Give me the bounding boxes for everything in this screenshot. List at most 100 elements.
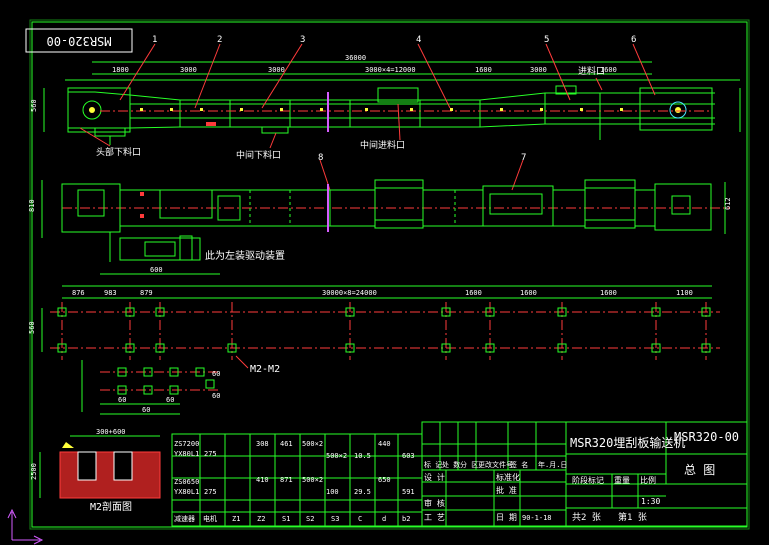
spec-h9: b2 [402,515,410,523]
spec-r1-c4: 500×2 [326,452,347,460]
approval-date: 90-1-18 [522,514,552,522]
dim-anchor-2: 60 [142,406,150,414]
part-number-2: 2 [217,35,222,45]
dim-seg-7: 1600 [600,66,617,74]
dim-anchor-5: 60 [212,392,220,400]
spec-r0-c4: 500×2 [302,440,323,448]
spec-r4-c6: 29.5 [354,488,371,496]
tail-plan-unit [654,183,712,231]
label-feed-inlet: 进料口 [578,65,605,77]
dim-bot-5: 1600 [520,289,537,297]
rev-label-2: 分 区 [460,460,478,469]
dim-seg-5: 1600 [475,66,492,74]
spec-h1: 电机 [203,514,217,523]
foundation-view: 30000×8=24000 876 983 879 1600 1600 1600… [28,285,720,415]
svg-text:2500: 2500 [30,463,38,480]
part-number-8: 8 [318,153,323,163]
dim-bot-6: 1600 [600,289,617,297]
spec-h7: C [358,515,362,523]
approval-5: 日 期 [496,513,517,522]
dim-seg-2: 3000 [180,66,197,74]
part-number-4: 4 [416,35,421,45]
label-section-view: M2剖面图 [90,500,132,513]
spec-r0-c2: 308 [256,440,269,448]
spec-r0-c0: ZS7200 [174,440,199,448]
spec-r3-c1: 275 [204,488,217,496]
dim-seg-1: 1800 [112,66,129,74]
svg-text:810: 810 [28,199,36,212]
title-scale-value: 1:30 [641,497,660,506]
rev-label-5: 年.月.日 [538,460,567,469]
spec-r3-c3: 871 [280,476,293,484]
label-left-drive: 此为左装驱动装置 [205,249,285,262]
part-number-1: 1 [152,35,157,45]
dim-bot-4: 1600 [465,289,482,297]
spec-h3: Z2 [257,515,265,523]
spec-r3-c2: 410 [256,476,269,484]
spec-r1-c1: 275 [204,450,217,458]
part-number-3: 3 [300,35,305,45]
plan-view: 810 612 [28,179,732,275]
spec-r3-c7: 591 [402,488,415,496]
dim-anchor-4: 60 [212,370,220,378]
title-drawing-name: 总 图 [684,463,715,477]
spec-r0-c6: 440 [378,440,391,448]
left-drive-unit [119,237,201,261]
spec-r1-c7: 603 [402,452,415,460]
dim-seg-3: 3000 [268,66,285,74]
dim-seg-4: 3000×4=12000 [365,66,416,74]
part-number-5: 5 [544,35,549,45]
svg-text:560: 560 [28,321,36,334]
sheet-border [31,21,748,528]
head-drive-unit [67,87,131,133]
spec-r2-c0: ZS0650 [174,478,199,486]
label-middle-discharge: 中间下料口 [236,149,281,161]
label-anchor-bolt: M2-M2 [250,364,280,375]
spec-h4: S1 [282,515,290,523]
approval-1: 审 核 [424,498,445,508]
spec-h0: 减速器 [174,514,195,523]
dim-bot-7: 1100 [676,289,693,297]
dim-section-width: 300+600 [96,428,126,436]
title-sheet-no: 第1 张 [618,511,647,523]
dim-top-overall: 36000 [345,54,366,62]
rev-label-0: 标 记 [424,460,442,469]
approval-2: 工 艺 [424,513,445,522]
title-stage-label: 阶段标记 [572,475,604,485]
rev-label-1: 处 数 [442,460,460,469]
title-main: MSR320埋刮板输送机 [570,435,685,450]
spec-r1-c6: 10.5 [354,452,371,460]
title-total-sheets: 共2 张 [572,512,601,523]
spec-r3-c0: YX80L1 [174,488,199,496]
drawing-code-stamp: MSR320-00 [46,34,111,48]
middle-feed-box [374,179,424,229]
dim-seg-6: 3000 [530,66,547,74]
section-view: 300+600 2500 M2剖面图 [30,428,161,513]
part-number-6: 6 [631,35,636,45]
title-weight-label: 重量 [614,475,630,485]
dim-anchor-1: 60 [118,396,126,404]
spec-h5: S2 [306,515,314,523]
spec-h6: S3 [331,515,339,523]
dim-bot-1: 876 [72,289,85,297]
approval-0: 设 计 [424,472,445,482]
approval-4: 批 准 [496,485,517,495]
spec-r4-c5: 100 [326,488,339,496]
dim-anchor-3: 60 [166,396,174,404]
title-scale-label: 比例 [640,475,656,485]
elevation-view: 36000 1800 3000 3000 3000×4=12000 1600 3… [30,54,741,145]
approval-3: 标准化 [496,472,520,482]
spec-r3-c4: 500×2 [302,476,323,484]
dim-bottom-overall: 30000×8=24000 [322,289,377,297]
spec-h8: d [382,515,386,523]
rev-label-3: 更改文件号 [478,460,513,469]
ucs-icon [7,508,44,545]
spec-table: ZS7200 308 461 500×2 440 YX80L1 275 500×… [171,433,423,527]
spec-h2: Z1 [232,515,240,523]
svg-text:600: 600 [150,266,163,274]
spec-r0-c3: 461 [280,440,293,448]
dim-bot-2: 983 [104,289,117,297]
label-head-discharge: 头部下料口 [96,146,141,158]
dim-bot-3: 879 [140,289,153,297]
